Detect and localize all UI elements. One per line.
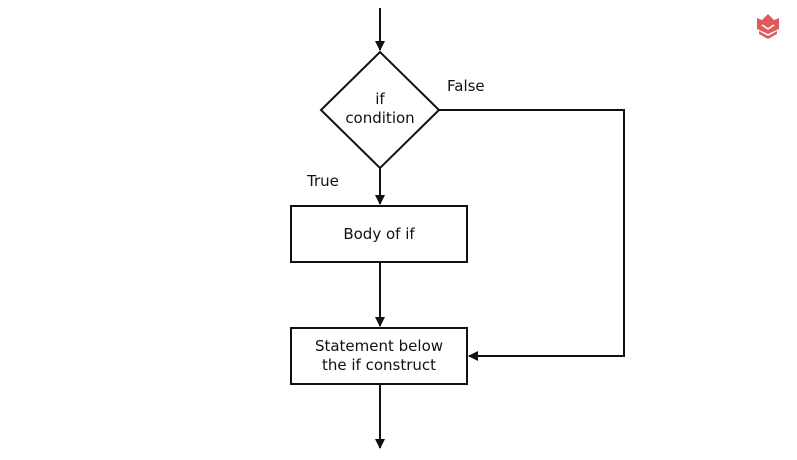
statement-box-label: Statement below the if construct [292,329,466,383]
decision-label-line1: if [375,90,385,109]
branch-false-label: False [447,77,485,95]
branch-true-label: True [307,172,339,190]
body-box-text: Body of if [343,224,415,243]
statement-box [290,327,468,385]
book-logo-icon [757,14,779,39]
body-box [290,205,468,263]
body-box-label: Body of if [292,207,466,261]
statement-label-line1: Statement below [314,337,444,356]
decision-label: if condition [331,86,429,132]
statement-label-line2: the if construct [321,356,437,374]
decision-label-line2: condition [345,109,415,127]
false-path [439,109,625,361]
